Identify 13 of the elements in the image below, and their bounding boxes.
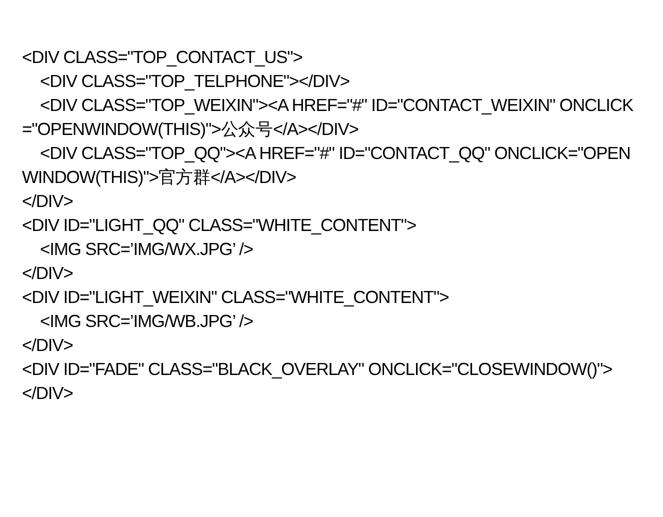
code-line: <DIV CLASS="TOP_WEIXIN"><A HREF="#" ID="CONTACT_WEIXIN" ONCLICK="OPENWINDOW(THIS)">公众号</A></DIV> (22, 94, 634, 141)
code-line: </DIV> (22, 334, 74, 357)
code-line: </DIV> (22, 190, 74, 213)
code-line: <DIV ID="FADE" CLASS="BLACK_OVERLAY" ONCLICK="CLOSEWINDOW()"> (22, 358, 614, 381)
code-line: <DIV ID="LIGHT_WEIXIN" CLASS="WHITE_CONTENT"> (22, 286, 450, 309)
code-line: </DIV> (22, 262, 74, 285)
code-line: <IMG SRC=’IMG/WB.JPG’ /> (39, 310, 254, 333)
code-line: <DIV CLASS="TOP_TELPHONE"></DIV> (39, 70, 350, 93)
code-line: <DIV CLASS="TOP_QQ"><A HREF="#" ID="CONTACT_QQ" ONCLICK="OPENWINDOW(THIS)">官方群</A></DIV> (22, 142, 632, 189)
code-line: <DIV CLASS="TOP_CONTACT_US"> (22, 46, 304, 69)
code-line: <DIV ID="LIGHT_QQ" CLASS="WHITE_CONTENT"> (22, 214, 418, 237)
code-line: </DIV> (22, 382, 74, 405)
code-line: <IMG SRC=’IMG/WX.JPG’ /> (39, 238, 254, 261)
